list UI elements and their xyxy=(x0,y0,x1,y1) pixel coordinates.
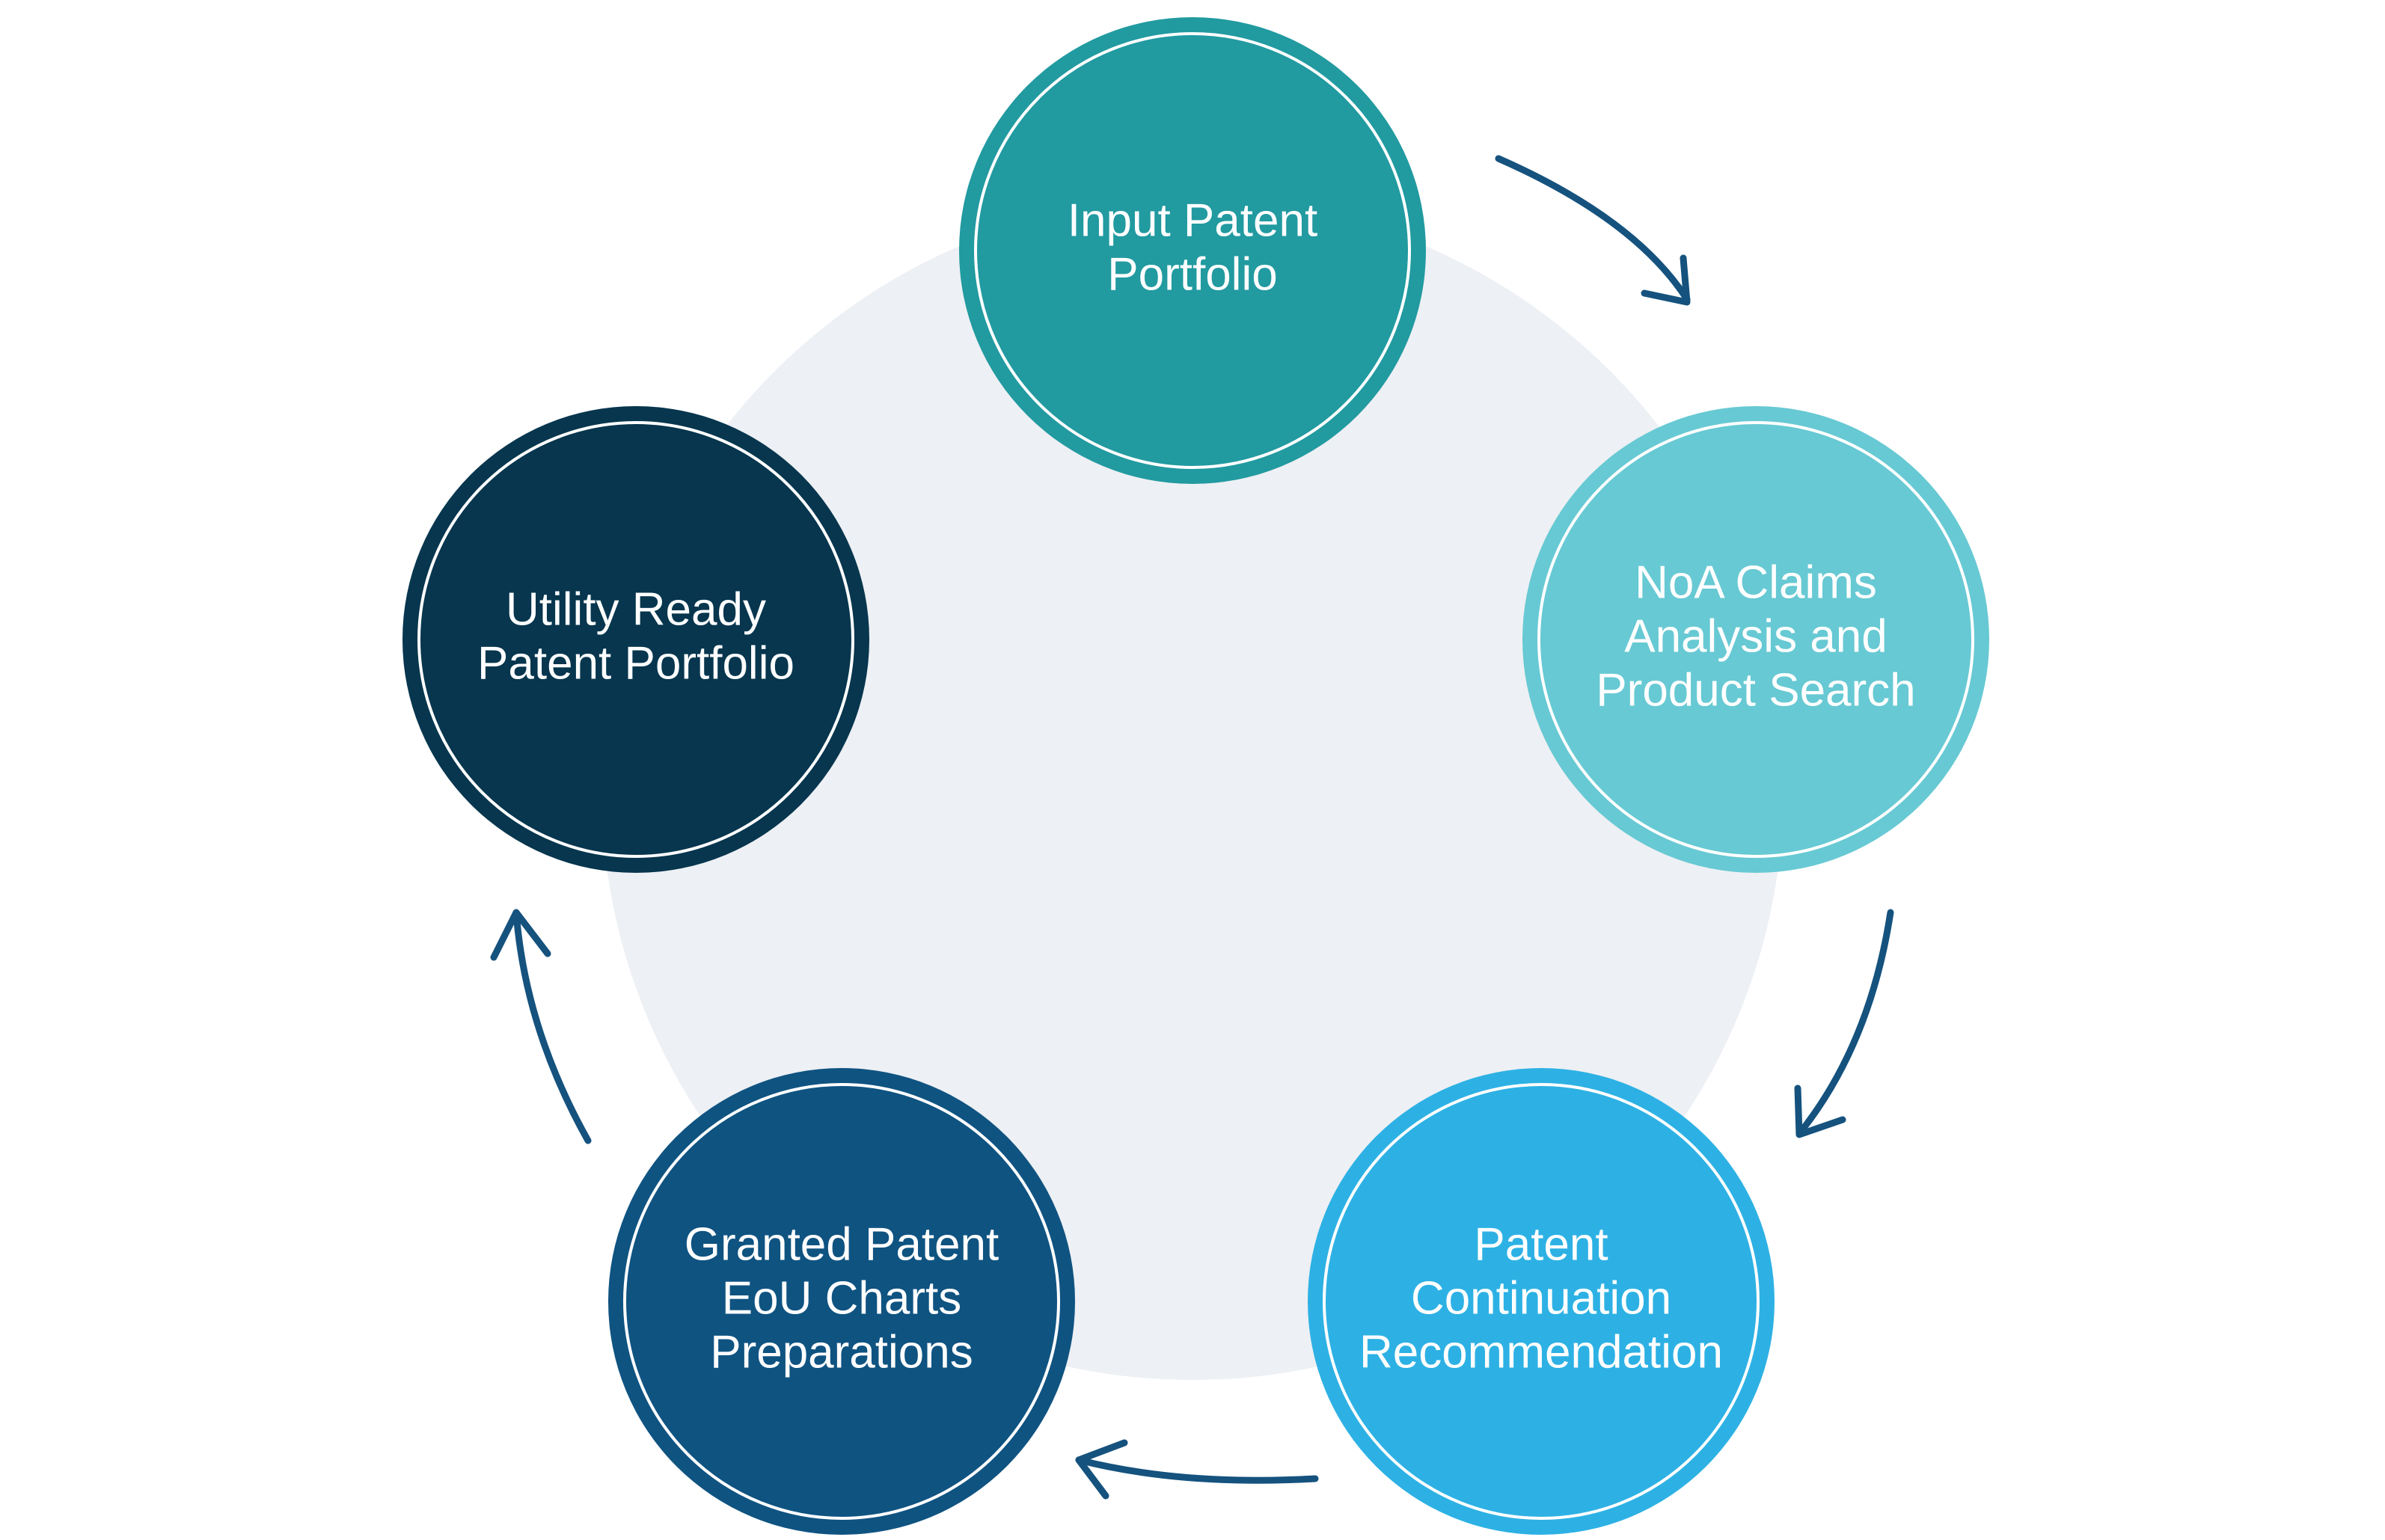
step-circle xyxy=(959,17,1426,484)
step-label-line: Patent Portfolio xyxy=(477,637,795,689)
step-label-line: Granted Patent xyxy=(685,1218,999,1270)
step-label-line: NoA Claims xyxy=(1635,556,1877,608)
cycle-arrows xyxy=(490,155,1894,1500)
step-inner-ring xyxy=(1323,1083,1760,1520)
step-label-line: Recommendation xyxy=(1359,1326,1723,1378)
step-label-line: Utility Ready xyxy=(506,583,766,635)
step-label-line: Patent xyxy=(1474,1218,1608,1270)
step-label-line: Portfolio xyxy=(1107,248,1277,300)
step-circle xyxy=(1522,406,1989,873)
arrow-step2-to-step3 xyxy=(1794,909,1894,1138)
step-label-line: EoU Charts xyxy=(722,1272,961,1324)
step-label-line: Preparations xyxy=(710,1326,973,1378)
arrow-step1-to-step2 xyxy=(1495,155,1691,306)
step-circle xyxy=(1308,1068,1775,1535)
step-inner-ring xyxy=(974,32,1411,469)
step-label-line: Input Patent xyxy=(1068,194,1317,246)
step-inner-ring xyxy=(623,1083,1060,1520)
arrow-step4-to-step5 xyxy=(490,909,592,1144)
arrow-step3-to-step4 xyxy=(1075,1439,1319,1500)
step-label-line: Analysis and xyxy=(1624,610,1888,662)
step-label-line: Product Search xyxy=(1596,664,1915,716)
step-inner-ring xyxy=(1537,421,1974,858)
step-label-line: Continuation xyxy=(1411,1272,1671,1324)
step-inner-ring xyxy=(417,421,854,858)
step-circle xyxy=(608,1068,1075,1535)
step-circle xyxy=(402,406,869,873)
